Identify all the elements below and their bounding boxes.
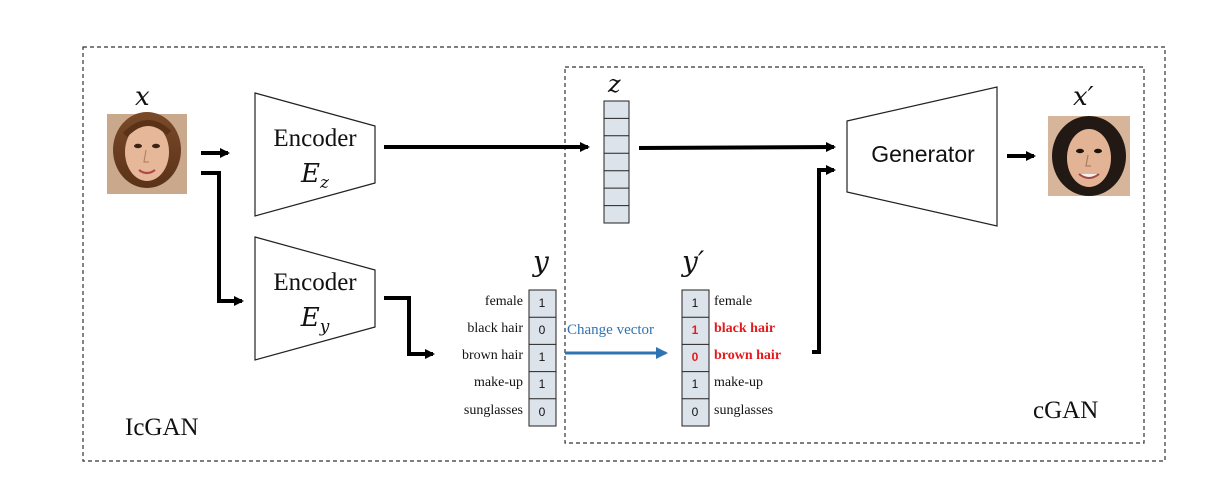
y-prime-attr-label-changed: black hair — [714, 321, 776, 336]
y-prime-cell-value: 0 — [691, 405, 699, 419]
encoder-ez-shape — [254, 92, 376, 217]
y-attr-label: make-up — [474, 375, 523, 390]
y-attr-label: female — [484, 294, 523, 309]
y-prime-attr-label: sunglasses — [714, 403, 774, 418]
y-attr-label: sunglasses — [463, 403, 523, 418]
label-y-prime: y′ — [682, 245, 705, 278]
y-prime-cell-value-changed: 0 — [691, 350, 699, 364]
y-prime-vector — [681, 289, 710, 427]
arrow-z-to-generator — [638, 142, 836, 153]
cgan-frame — [564, 66, 1145, 444]
y-prime-cell-value: 1 — [691, 296, 699, 310]
y-prime-cell-value: 1 — [691, 377, 699, 391]
change-vector-label: Change vector — [567, 322, 655, 338]
y-prime-attr-label: make-up — [714, 375, 763, 390]
arrow-ey-to-y — [384, 296, 435, 359]
encoder-ez-label: Encoder — [273, 125, 357, 152]
arrow-yprime-to-generator — [812, 165, 836, 354]
y-prime-cell-value-changed: 1 — [691, 323, 699, 337]
z-vector — [603, 100, 630, 224]
label-x-prime: x′ — [1073, 82, 1094, 112]
encoder-ey-label: Encoder — [273, 269, 357, 296]
y-vector — [528, 289, 557, 427]
input-face-image — [107, 112, 187, 194]
generator-shape — [846, 86, 998, 227]
encoder-ey-symbol: Ey — [300, 303, 330, 338]
y-cell-value: 1 — [538, 350, 546, 364]
label-z: z — [608, 70, 621, 98]
generator-label: Generator — [871, 141, 975, 167]
arrow-x-to-ey — [201, 171, 244, 306]
y-attr-label: black hair — [467, 321, 523, 336]
icgan-label: IcGAN — [125, 414, 199, 441]
y-cell-value: 0 — [538, 323, 546, 337]
label-y: y — [533, 245, 549, 278]
y-cell-value: 0 — [538, 405, 546, 419]
y-attr-label: brown hair — [461, 348, 523, 363]
y-prime-attr-label-changed: brown hair — [714, 348, 782, 363]
y-cell-value: 1 — [538, 296, 546, 310]
y-prime-attr-label: female — [714, 294, 753, 309]
encoder-ez-symbol: Ez — [301, 159, 329, 194]
y-cell-value: 1 — [538, 377, 546, 391]
icgan-frame — [82, 46, 1166, 462]
cgan-label: cGAN — [1033, 397, 1099, 424]
encoder-ey-shape — [254, 236, 376, 361]
output-face-image — [1048, 116, 1130, 196]
label-x: x — [135, 82, 150, 112]
